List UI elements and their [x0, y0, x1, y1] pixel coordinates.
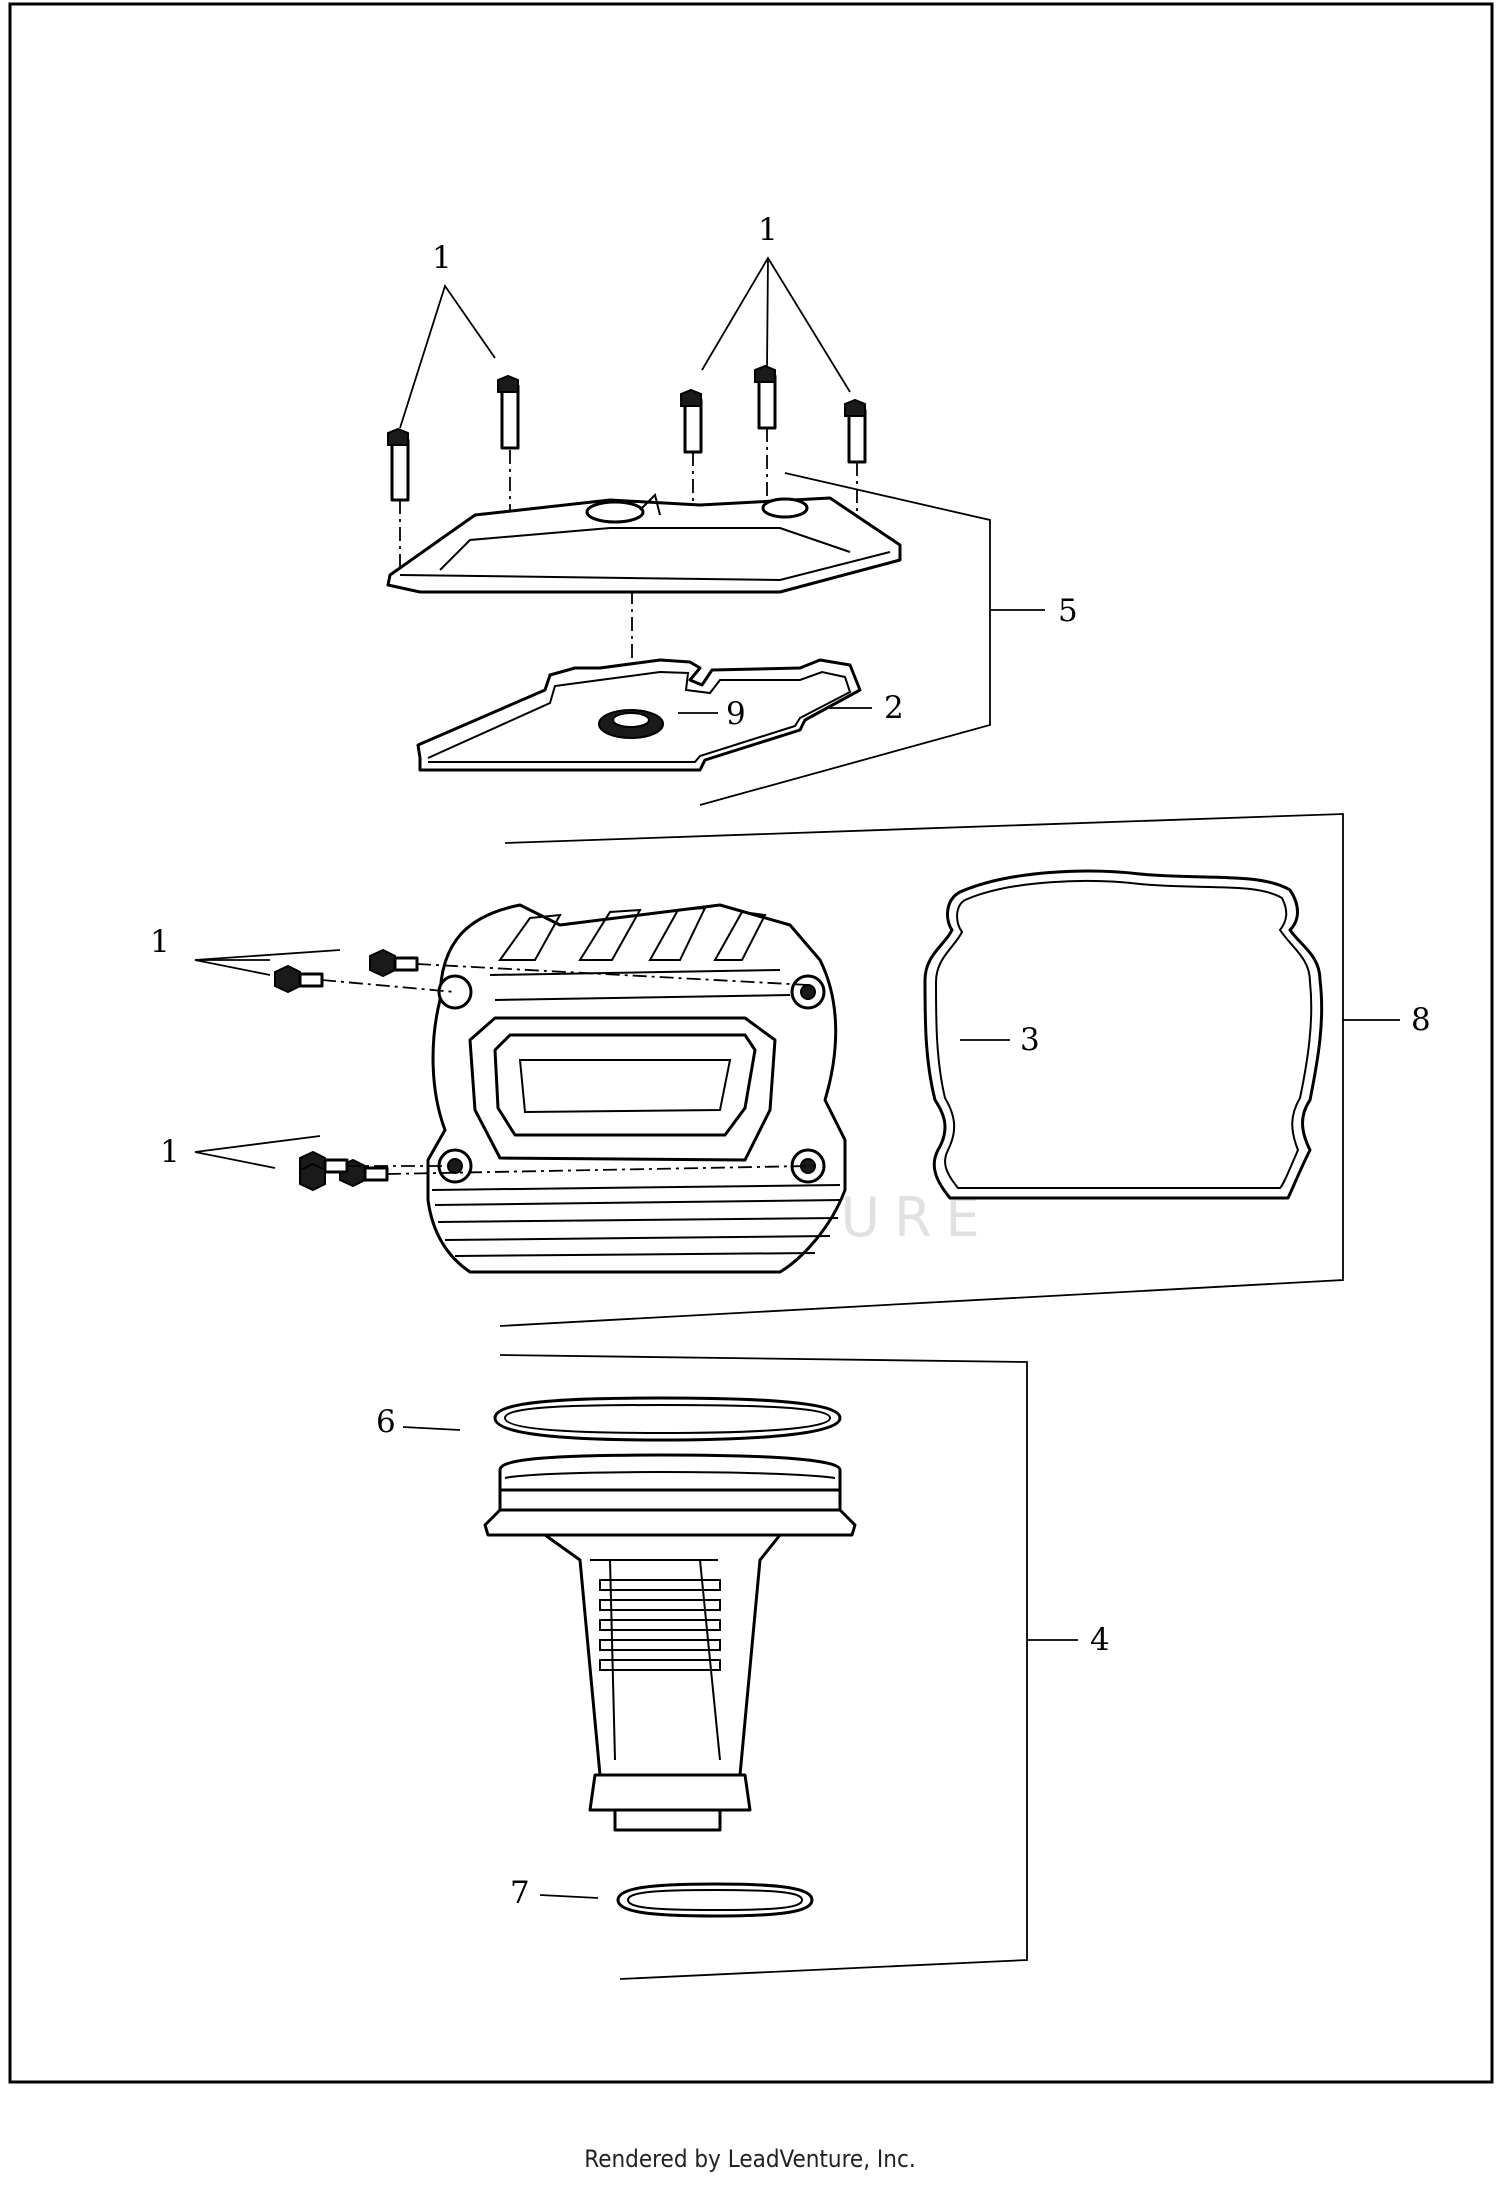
leader-1-top-left — [399, 283, 496, 429]
bolt-top-5 — [844, 398, 867, 464]
bolt-top-4 — [754, 364, 777, 430]
leader-6 — [402, 1426, 461, 1431]
callout-1-top-right: 1 — [758, 212, 778, 248]
callout-6: 6 — [376, 1404, 396, 1440]
callout-5: 5 — [1058, 593, 1078, 629]
bracket-5 — [699, 472, 991, 806]
bolt-top-2 — [497, 374, 520, 450]
callout-1-top-left: 1 — [432, 240, 452, 276]
bolt-side-1 — [274, 964, 324, 994]
callout-7: 7 — [510, 1875, 530, 1911]
callout-8: 8 — [1411, 1002, 1431, 1038]
callout-1-mid-upper: 1 — [150, 924, 170, 960]
bolt-side-5 — [299, 1162, 326, 1192]
o-ring-7 — [616, 1882, 814, 1918]
bracket-4 — [499, 1354, 1028, 1980]
callout-2: 2 — [884, 690, 904, 726]
gasket-3 — [923, 869, 1324, 1200]
leader-1-mid-lower — [194, 1135, 321, 1169]
callout-3: 3 — [1020, 1022, 1040, 1058]
callout-4: 4 — [1090, 1622, 1110, 1658]
cylinder — [483, 1453, 857, 1832]
bracket-8 — [499, 813, 1344, 1327]
cylinder-head — [426, 903, 847, 1274]
grommet-9 — [598, 709, 664, 739]
leader-7 — [539, 1894, 599, 1899]
rocker-cover — [386, 493, 902, 594]
callout-9: 9 — [726, 696, 746, 732]
callout-1-mid-lower: 1 — [160, 1134, 180, 1170]
footer-credit: Rendered by LeadVenture, Inc. — [584, 2145, 916, 2173]
bolt-top-3 — [680, 388, 703, 454]
bolt-top-1 — [387, 427, 410, 502]
o-ring-6 — [493, 1396, 842, 1442]
diagram-border — [8, 2, 1494, 2084]
bolt-side-2 — [369, 948, 419, 978]
leader-1-mid-upper — [194, 949, 341, 976]
